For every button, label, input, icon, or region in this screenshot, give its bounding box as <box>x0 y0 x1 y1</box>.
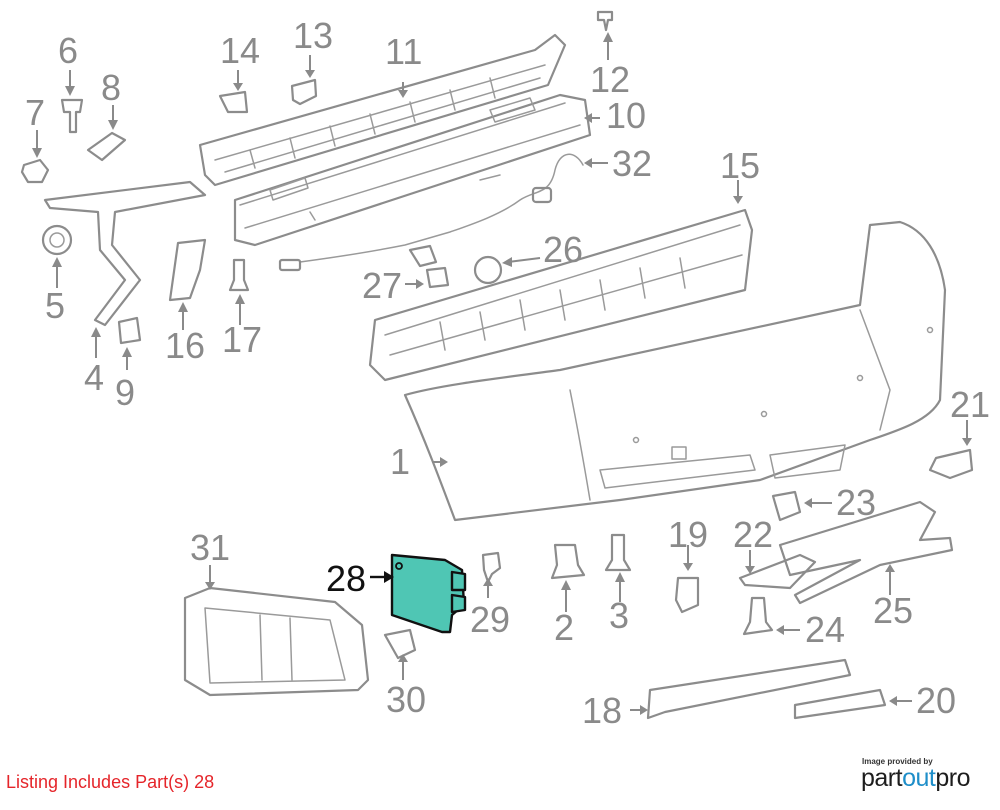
callout-15: 15 <box>720 145 760 186</box>
part-5-grommet <box>41 224 73 256</box>
part-31-housing <box>183 586 370 697</box>
part-8-retainer <box>86 131 127 162</box>
part-20-strip <box>793 688 887 720</box>
part-13-bracket <box>290 78 318 106</box>
callout-11: 11 <box>385 31 422 72</box>
callout-10: 10 <box>606 95 646 136</box>
part-12-pushpin <box>596 10 614 32</box>
callout-19: 19 <box>668 514 708 555</box>
callout-9: 9 <box>115 372 135 413</box>
callout-1: 1 <box>390 441 410 482</box>
callout-12: 12 <box>590 59 630 100</box>
callout-labels: 1 2 3 4 5 6 7 8 9 10 11 12 13 14 15 16 1… <box>25 15 990 731</box>
part-23-clip <box>771 490 802 522</box>
callout-2: 2 <box>554 607 574 648</box>
logo-pro: pro <box>935 764 970 792</box>
callout-4: 4 <box>84 357 104 398</box>
callout-23: 23 <box>836 482 876 523</box>
part-21-bracket <box>928 448 974 480</box>
part-28-control-module <box>390 553 467 634</box>
part-26-sensor <box>408 244 503 285</box>
part-27-bezel <box>425 266 450 289</box>
callout-30: 30 <box>386 679 426 720</box>
callout-21: 21 <box>950 384 990 425</box>
part-16-filler <box>168 238 207 302</box>
part-7-clip <box>20 158 50 184</box>
callout-26: 26 <box>543 229 583 270</box>
callout-24: 24 <box>805 609 845 650</box>
callout-5: 5 <box>45 285 65 326</box>
part-19-clip <box>674 576 700 614</box>
part-25-bezel <box>778 500 954 605</box>
logo-part: part <box>861 764 903 792</box>
callout-7: 7 <box>25 92 45 133</box>
part-14-bracket <box>218 90 249 114</box>
part-9-nut <box>117 316 142 345</box>
part-22-bracket <box>738 553 817 590</box>
callout-22: 22 <box>733 514 773 555</box>
callout-32: 32 <box>612 143 652 184</box>
leader-lines <box>32 32 972 715</box>
part-4-bracket <box>43 180 207 327</box>
part-24-screw <box>742 596 774 636</box>
part-1-bumper-cover <box>403 220 947 522</box>
part-11-absorber <box>198 33 567 187</box>
callout-18: 18 <box>582 690 622 731</box>
image-credit-caption: Image provided by <box>862 757 933 766</box>
callout-13: 13 <box>293 15 333 56</box>
logo-out: out <box>902 764 936 792</box>
callout-6: 6 <box>58 30 78 71</box>
callout-25: 25 <box>873 590 913 631</box>
callout-28: 28 <box>326 558 366 599</box>
part-3-screw <box>604 533 632 572</box>
part-32-harness <box>278 153 584 272</box>
callout-14: 14 <box>220 30 260 71</box>
part-29-pushpin <box>481 551 502 584</box>
callout-27: 27 <box>362 265 402 306</box>
part-6-bolt <box>60 98 84 134</box>
part-15-rear-absorber <box>368 208 754 382</box>
listing-includes-text: Listing Includes Part(s) 28 <box>6 772 215 792</box>
callout-8: 8 <box>101 67 121 108</box>
part-30-bracket <box>383 628 417 660</box>
callout-16: 16 <box>165 325 205 366</box>
partoutpro-logo: partoutpro <box>861 764 970 793</box>
callout-29: 29 <box>470 599 510 640</box>
callout-17: 17 <box>222 319 262 360</box>
callout-3: 3 <box>609 595 629 636</box>
callout-20: 20 <box>916 680 956 721</box>
callout-31: 31 <box>190 527 230 568</box>
part-17-screw <box>228 258 250 292</box>
part-2-clip <box>550 543 586 580</box>
part-18-reflector <box>646 658 852 720</box>
part-10-impact-bar <box>233 93 592 247</box>
